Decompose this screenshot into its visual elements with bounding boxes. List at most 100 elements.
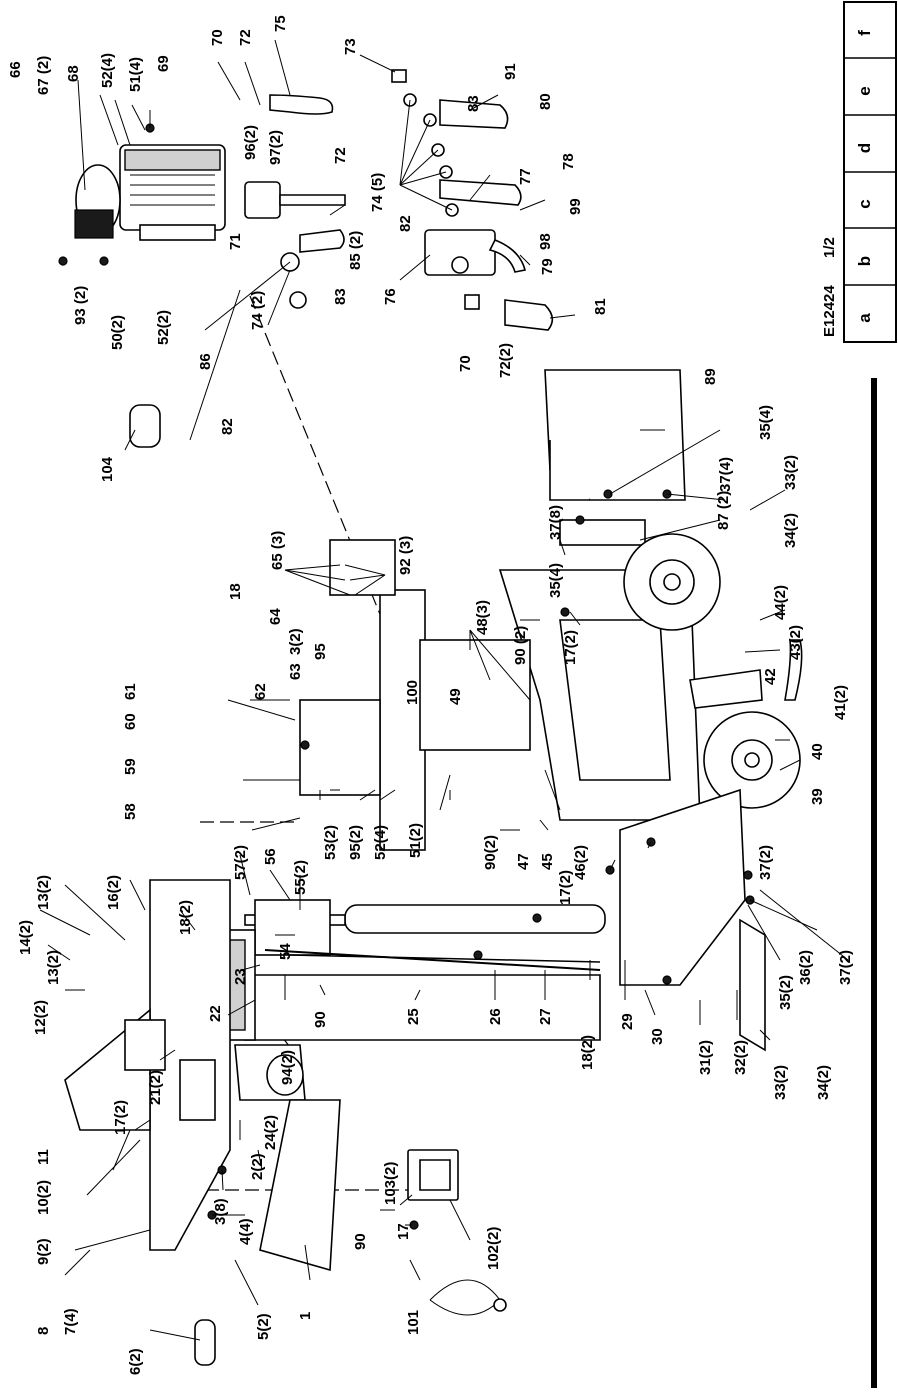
part-label-93: 93 (2) <box>72 286 89 325</box>
leader-lines <box>39 39 849 1341</box>
part-label-46: 46(2) <box>572 845 589 880</box>
motor-assembly <box>74 144 226 241</box>
part-label-74b: 74 (2) <box>249 291 266 330</box>
part-label-47: 47 <box>515 853 532 870</box>
hitch-pin <box>407 1149 459 1201</box>
foot-plate <box>234 1044 341 1272</box>
revision-cell-c: c <box>855 199 874 208</box>
part-label-76: 76 <box>382 288 399 305</box>
part-label-70: 70 <box>209 29 226 46</box>
part-label-39: 39 <box>809 788 826 805</box>
tongue-beam <box>149 879 231 1251</box>
part-label-29: 29 <box>619 1013 636 1030</box>
part-label-52: 52(4) <box>99 53 116 88</box>
part-label-44: 44(2) <box>772 585 789 620</box>
part-label-42: 42 <box>762 668 779 685</box>
part-label-58: 58 <box>122 803 139 820</box>
part-label-80: 80 <box>537 93 554 110</box>
part-label-7: 7(4) <box>62 1308 79 1335</box>
part-label-9: 9(2) <box>35 1238 52 1265</box>
part-label-37-8: 37(8) <box>547 505 564 540</box>
part-label-78: 78 <box>560 153 577 170</box>
part-label-40: 40 <box>809 743 826 760</box>
part-label-81: 81 <box>592 298 609 315</box>
part-label-52b: 52(2) <box>155 310 172 345</box>
part-label-51: 51(4) <box>127 57 144 92</box>
part-label-68: 68 <box>65 65 82 82</box>
part-label-32: 32(2) <box>732 1040 749 1075</box>
part-label-13a: 13(2) <box>35 875 52 910</box>
part-label-1: 1 <box>297 1312 314 1320</box>
part-label-4: 4(4) <box>237 1218 254 1245</box>
part-label-73: 73 <box>342 38 359 55</box>
part-label-98: 98 <box>537 233 554 250</box>
hydraulic-cylinder <box>244 899 606 956</box>
part-label-34-bottom: 34(2) <box>815 1065 832 1100</box>
part-label-50: 50(2) <box>109 315 126 350</box>
revision-cell-d: d <box>855 143 874 153</box>
part-label-64: 64 <box>267 608 284 625</box>
wheel-assembly <box>623 533 803 809</box>
part-label-100: 100 <box>404 680 421 705</box>
sheet-number: 1/2 <box>821 237 838 258</box>
part-label-101: 101 <box>405 1310 422 1335</box>
part-label-85: 85 (2) <box>347 231 364 270</box>
part-label-97: 97(2) <box>267 130 284 165</box>
part-label-8: 8 <box>35 1327 52 1335</box>
part-label-12: 12(2) <box>32 1000 49 1035</box>
part-label-37-2a: 37(2) <box>757 845 774 880</box>
part-label-96: 96(2) <box>242 125 259 160</box>
part-label-90-2b: 90(2) <box>482 835 499 870</box>
main-beam <box>244 949 601 1041</box>
part-label-13b: 13(2) <box>45 950 62 985</box>
part-label-35-4: 35(4) <box>757 405 774 440</box>
revision-table: a b c d e f <box>843 1 897 343</box>
part-label-90a: 90 <box>312 1011 329 1028</box>
drawing-code: E12424 <box>821 285 838 337</box>
part-label-66: 66 <box>7 61 24 78</box>
part-label-34-top: 34(2) <box>782 513 799 548</box>
part-label-11: 11 <box>35 1149 52 1165</box>
part-label-48: 48(3) <box>474 600 491 635</box>
part-label-57: 57(2) <box>232 845 249 880</box>
part-label-31: 31(2) <box>697 1040 714 1075</box>
part-label-35-4b: 35(4) <box>547 563 564 598</box>
part-label-103: 103(2) <box>382 1162 399 1205</box>
part-label-49: 49 <box>447 688 464 705</box>
part-label-82: 82 <box>397 215 414 232</box>
part-label-18-2b: 18(2) <box>579 1035 596 1070</box>
part-label-89: 89 <box>702 368 719 385</box>
part-label-23: 23 <box>232 968 249 985</box>
part-label-60: 60 <box>122 713 139 730</box>
part-label-37-2b: 37(2) <box>837 950 854 985</box>
part-label-72b: 72 <box>332 147 349 164</box>
lynch-pin <box>429 1279 507 1316</box>
part-labels: 66 67 (2) 68 52(4) 51(4) 69 70 72 75 73 … <box>7 15 854 1375</box>
part-label-51b: 51(2) <box>407 823 424 858</box>
capacitor <box>129 404 161 448</box>
part-label-82b: 82 <box>219 418 236 435</box>
part-label-17: 17 <box>395 1223 412 1240</box>
part-label-91: 91 <box>502 63 519 80</box>
log-plate <box>64 1008 166 1131</box>
right-border-bar <box>871 378 877 1388</box>
part-label-59: 59 <box>122 758 139 775</box>
part-label-83: 83 <box>465 95 482 112</box>
part-label-35-2: 35(2) <box>777 975 794 1010</box>
part-label-75: 75 <box>272 15 289 32</box>
part-label-3-8: 3(8) <box>212 1198 229 1225</box>
part-label-33-top: 33(2) <box>782 455 799 490</box>
engine-shroud <box>544 369 686 546</box>
part-label-3-2: 3(2) <box>287 628 304 655</box>
part-label-43: 43(2) <box>787 625 804 660</box>
part-label-26: 26 <box>487 1008 504 1025</box>
part-label-69: 69 <box>155 55 172 72</box>
part-label-33-bottom: 33(2) <box>772 1065 789 1100</box>
part-label-72: 72 <box>237 29 254 46</box>
part-label-83b: 83 <box>332 288 349 305</box>
part-label-94: 94(2) <box>279 1050 296 1085</box>
part-label-5: 5(2) <box>255 1313 272 1340</box>
part-label-102: 102(2) <box>485 1227 502 1270</box>
part-label-18-2a: 18(2) <box>177 900 194 935</box>
part-label-54: 54 <box>277 943 294 960</box>
